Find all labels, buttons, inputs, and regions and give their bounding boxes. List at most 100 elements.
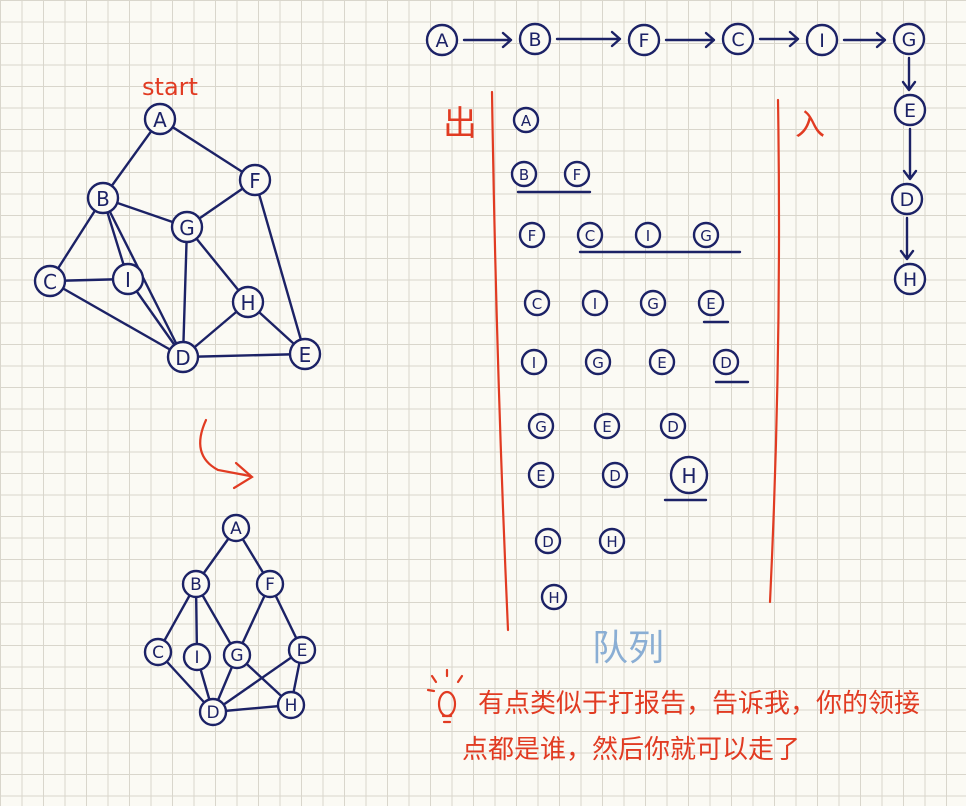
queue-node-circle [520,348,548,376]
graph2-node-label: D [206,703,219,723]
queue-node-B: B [510,160,538,188]
order-node-A: A [425,23,459,57]
order-node-circle [627,23,661,57]
queue-node-G: G [692,221,720,249]
queue-out-label: 出 [443,104,477,144]
order-node-circle [892,22,926,56]
order-node-circle [890,182,924,216]
queue-node-circle [512,106,540,134]
graph2-node-label: G [230,646,243,666]
order-arrow-right [664,31,716,49]
graph2-node-label: A [230,519,242,539]
queue-node-G: G [584,348,612,376]
queue-node-circle [659,412,687,440]
order-node-H: H [893,262,927,296]
graph1-node-A: A [143,102,177,136]
queue-node-circle [601,461,629,489]
queue-node-circle [540,583,568,611]
graph2-node-H: H [276,690,306,720]
queue-node-circle [697,289,725,317]
queue-node-label: H [548,589,559,607]
graph1-edge-GD [181,225,189,359]
queue-node-circle [518,221,546,249]
graph1-node-C: C [33,264,67,298]
graph2-node-D: D [198,697,228,727]
order-node-label: G [902,29,917,51]
graph2-node-B: B [181,569,211,599]
order-node-circle [425,23,459,57]
queue-node-circle [523,289,551,317]
graph1-node-circle [231,285,265,319]
start-label: start [142,73,198,101]
queue-node-E: E [648,348,676,376]
queue-left-wall [490,90,510,632]
graph1-node-label: C [43,270,57,294]
queue-node-D: D [601,461,629,489]
queue-node-C: C [523,289,551,317]
queue-node-E: E [527,461,555,489]
graph2-edges [156,526,304,714]
order-node-circle [893,262,927,296]
queue-node-circle [527,412,555,440]
order-node-C: C [721,22,755,56]
graph2-node-circle [181,569,211,599]
queue-node-E: E [593,412,621,440]
graph1-edge-CD [48,279,185,359]
graph2-node-circle [221,513,251,543]
graph2-node-circle [143,637,173,667]
graph1-node-E: E [288,337,322,371]
queue-node-F: F [518,221,546,249]
queue-node-G: G [527,412,555,440]
note-line-2: 点都是谁，然后你就可以走了 [462,735,800,765]
graph1-node-circle [238,163,272,197]
queue-node-label: I [593,295,597,313]
order-node-circle [518,22,552,56]
order-arrow-down [899,216,915,261]
queue-node-circle [510,160,538,188]
queue-node-circle [576,221,604,249]
order-node-G: G [892,22,926,56]
queue-node-label: D [667,418,679,436]
graph2-node-label: I [194,648,199,668]
queue-node-label: F [573,166,582,184]
queue-node-H: H [540,583,568,611]
graph1-node-circle [111,262,145,296]
queue-node-H: H [669,455,709,495]
queue-node-label: D [542,533,554,551]
order-node-D: D [890,182,924,216]
graph2-node-circle [222,640,252,670]
queue-node-D: D [534,527,562,555]
order-node-E: E [893,93,927,127]
order-node-circle [805,23,839,57]
queue-node-circle [584,348,612,376]
queue-caption: 队列 [592,628,664,669]
graph1-edge-BC [48,196,105,283]
order-arrow-right [842,31,887,49]
graph1-node-B: B [86,181,120,215]
graph1-node-D: D [166,340,200,374]
queue-node-label: B [519,166,529,184]
queue-underlines [516,190,750,502]
queue-node-circle [634,221,662,249]
graph2-node-label: F [265,575,275,595]
graph2-node-circle [255,569,285,599]
order-node-circle [893,93,927,127]
queue-node-label: I [646,227,650,245]
graph2-node-label: H [285,696,298,716]
graph2-node-circle [182,642,212,672]
order-arrow-down [902,127,918,181]
order-node-label: C [731,29,744,51]
queue-node-I: I [581,289,609,317]
queue-node-circle [712,348,740,376]
graph1-node-circle [288,337,322,371]
graph2-node-label: C [152,643,164,663]
graph1-node-I: I [111,262,145,296]
order-arrow-down [901,56,917,92]
graph1-edge-DE [181,352,307,359]
graph1-node-label: I [125,268,131,292]
graph1-node-circle [143,102,177,136]
